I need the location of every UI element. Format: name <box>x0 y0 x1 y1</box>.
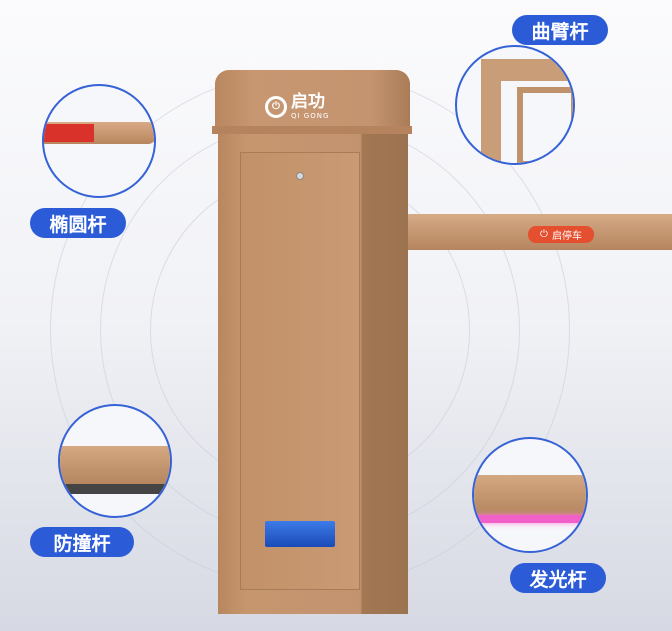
power-icon: ⏻ <box>540 229 548 240</box>
cabinet-cap <box>215 70 410 132</box>
light-arm-image <box>474 475 586 515</box>
power-icon: ⏻ <box>265 95 287 118</box>
feature-label-oval-arm: 椭圆杆 <box>30 208 126 238</box>
feature-label-folding-arm: 曲臂杆 <box>512 15 608 45</box>
anti-collision-arm-image <box>60 446 170 484</box>
light-arm-bubble <box>472 437 588 553</box>
brand-name-en: QI GONG <box>291 112 330 120</box>
feature-label-light-arm: 发光杆 <box>510 563 606 593</box>
folding-arm-frame <box>517 87 573 163</box>
anti-collision-arm-bubble <box>58 404 172 518</box>
arm-tag-text: 启停车 <box>551 231 582 242</box>
led-strip <box>474 515 586 523</box>
oval-arm-red-end <box>44 124 94 142</box>
folding-arm-side <box>481 59 501 163</box>
folding-arm-top <box>481 59 573 81</box>
lock-icon <box>296 172 304 180</box>
arm-tag: ⏻启停车 <box>528 226 594 243</box>
cabinet-cap-edge <box>212 126 412 134</box>
feature-label-anti-collision-arm: 防撞杆 <box>30 527 134 557</box>
rubber-strip <box>60 484 170 494</box>
folding-arm-bubble <box>455 45 575 165</box>
brand-name-cn: 启功 <box>291 92 325 112</box>
cabinet-door <box>240 152 360 590</box>
oval-arm-bubble <box>42 84 156 198</box>
nameplate <box>265 521 335 547</box>
